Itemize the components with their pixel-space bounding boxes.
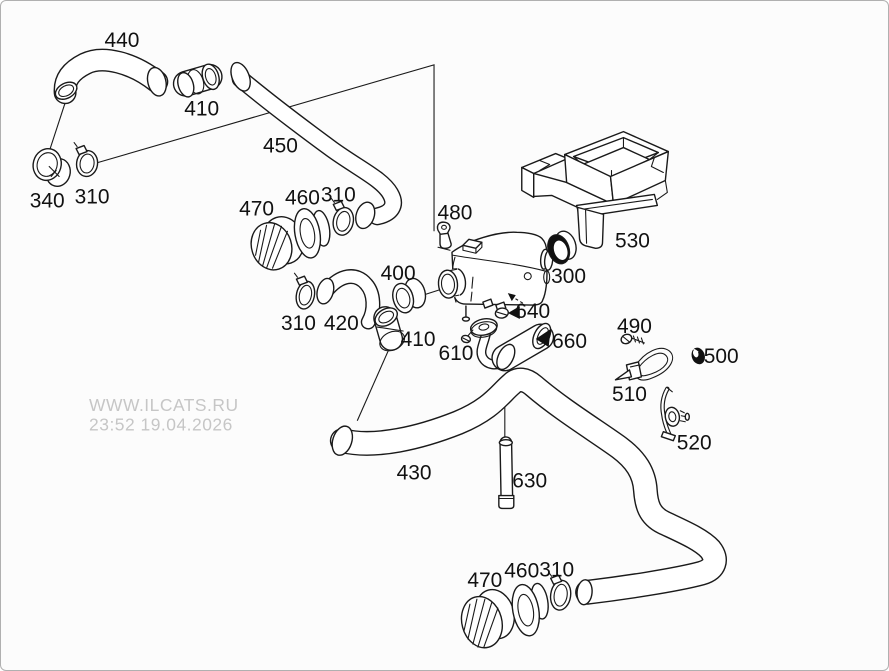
housing-bracket-530 [521, 130, 670, 249]
watermark-timestamp: 23:52 19.04.2026 [89, 415, 233, 435]
part-label-640: 640 [515, 300, 550, 323]
ring-400 [392, 277, 427, 314]
part-label-410-top: 410 [184, 98, 219, 121]
part-label-300: 300 [551, 265, 586, 288]
part-label-660: 660 [552, 330, 587, 353]
hose-430 [329, 367, 727, 606]
part-labels: 440 410 450 340 310 470 460 310 480 530 … [30, 29, 739, 592]
part-label-310-mid: 310 [321, 183, 356, 206]
auxiliary-heater-unit [437, 231, 554, 322]
part-label-460-bottom: 460 [504, 559, 539, 582]
watermark-site: WWW.ILCATS.RU [89, 395, 239, 415]
watermark: WWW.ILCATS.RU 23:52 19.04.2026 [89, 395, 239, 435]
elbow-340 [32, 147, 71, 188]
part-label-460-mid: 460 [285, 186, 320, 209]
part-label-500: 500 [704, 345, 739, 368]
part-label-450: 450 [263, 135, 298, 158]
hose-440 [53, 48, 169, 105]
part-label-310-bottom: 310 [539, 558, 574, 581]
elbow-420 [316, 269, 381, 330]
muffler-660 [491, 322, 555, 372]
sleeve-410-lower [373, 306, 406, 352]
part-label-530: 530 [615, 229, 650, 252]
ring-460-mid [293, 207, 331, 259]
clamp-520 [660, 386, 690, 442]
part-label-480: 480 [438, 201, 473, 224]
part-label-520: 520 [677, 432, 712, 455]
part-label-310-topleft: 310 [75, 185, 110, 208]
screw-490 [620, 333, 645, 345]
part-label-490: 490 [617, 315, 652, 338]
part-label-430: 430 [397, 462, 432, 485]
part-label-420: 420 [324, 312, 359, 335]
seal-ring-300 [547, 230, 577, 265]
clamp-310-mid [330, 197, 355, 236]
grille-cap-470-bottom [460, 588, 515, 649]
sleeve-410-top [172, 63, 223, 98]
part-label-400: 400 [381, 262, 416, 285]
part-label-510: 510 [612, 383, 647, 406]
grille-cap-470-mid [250, 216, 305, 271]
cable-tie-510 [614, 347, 674, 381]
part-label-310-lower: 310 [281, 312, 316, 335]
part-label-340: 340 [30, 189, 65, 212]
clip-480 [436, 221, 452, 251]
clamp-310-topleft [73, 142, 99, 178]
drain-tube-630 [498, 436, 515, 510]
screw-640 [494, 293, 524, 320]
part-label-610: 610 [439, 342, 474, 365]
clamp-310-bottom [548, 571, 572, 611]
part-label-410-lower: 410 [401, 328, 436, 351]
nut-500 [691, 347, 705, 365]
part-label-470-mid: 470 [239, 197, 274, 220]
hose-450 [230, 61, 402, 230]
clamp-310-lower [293, 272, 316, 310]
part-label-440: 440 [105, 29, 140, 52]
part-label-630: 630 [512, 470, 547, 493]
part-label-470-bottom: 470 [467, 569, 502, 592]
ring-460-bottom [511, 582, 549, 637]
